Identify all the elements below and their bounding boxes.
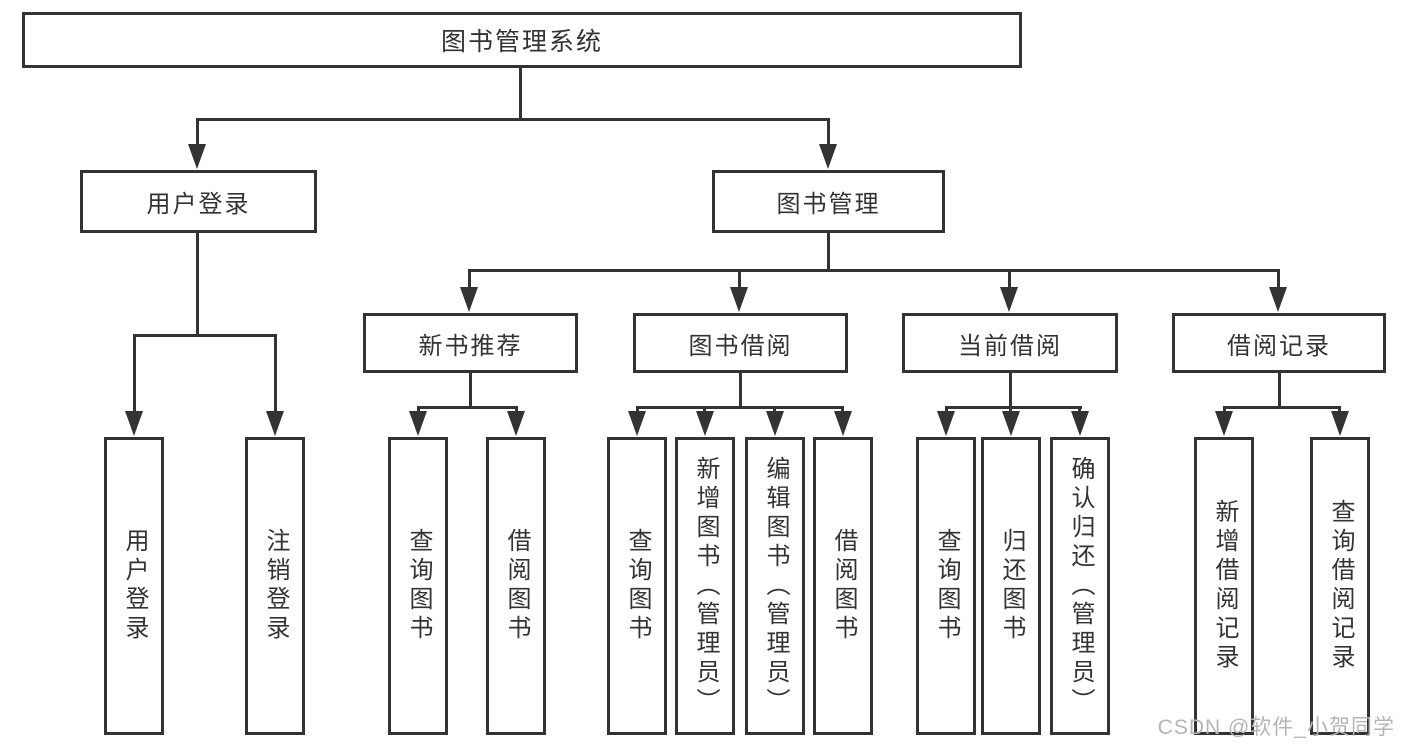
arrowhead-down-icon: [696, 411, 714, 436]
node-label: 查询图书: [624, 528, 651, 644]
leaf-return-books: 归还图书: [981, 437, 1041, 735]
node-label: 图书管理系统: [440, 28, 603, 56]
connector-line: [1223, 406, 1341, 409]
connector-line: [1008, 269, 1011, 292]
arrowhead-down-icon: [1331, 411, 1349, 436]
arrowhead-down-icon: [730, 287, 748, 312]
connector-line: [1338, 406, 1341, 414]
node-label: 当前借阅: [958, 332, 1062, 360]
connector-line: [636, 406, 844, 409]
arrowhead-down-icon: [1071, 411, 1089, 436]
arrowhead-down-icon: [460, 287, 478, 312]
arrowhead-down-icon: [1269, 287, 1287, 312]
connector-line: [1223, 406, 1226, 414]
leaf-query-books-borrowing: 查询图书: [607, 437, 667, 735]
connector-line: [1078, 406, 1081, 414]
leaf-query-books-current: 查询图书: [916, 437, 976, 735]
node-borrow-records: 借阅记录: [1172, 313, 1386, 373]
arrowhead-down-icon: [819, 144, 837, 169]
node-label: 编辑图书（管理员）: [762, 455, 789, 717]
connector-line: [133, 334, 136, 414]
connector-line: [417, 406, 518, 409]
leaf-user-login: 用户登录: [104, 437, 164, 735]
connector-line: [196, 233, 199, 337]
connector-line: [1009, 406, 1012, 414]
arrowhead-down-icon: [409, 411, 427, 436]
connector-line: [827, 233, 830, 272]
connector-line: [773, 406, 776, 414]
node-user-login: 用户登录: [80, 170, 317, 233]
connector-line: [468, 269, 471, 292]
node-label: 查询图书: [405, 528, 432, 644]
leaf-borrow-books: 借阅图书: [813, 437, 873, 735]
connector-line: [519, 68, 522, 121]
connector-line: [738, 269, 741, 292]
node-label: 借阅记录: [1227, 332, 1331, 360]
arrowhead-down-icon: [1002, 411, 1020, 436]
connector-line: [827, 118, 830, 146]
node-label: 借阅图书: [503, 528, 530, 644]
arrowhead-down-icon: [834, 411, 852, 436]
node-label: 确认归还（管理员）: [1067, 455, 1094, 717]
arrowhead-down-icon: [937, 411, 955, 436]
connector-line: [196, 118, 830, 121]
connector-line: [196, 118, 199, 146]
connector-line: [739, 373, 742, 409]
leaf-edit-book-admin: 编辑图书（管理员）: [745, 437, 805, 735]
arrowhead-down-icon: [125, 411, 143, 436]
arrowhead-down-icon: [507, 411, 525, 436]
node-label: 图书借阅: [688, 332, 793, 360]
leaf-logout: 注销登录: [245, 437, 305, 735]
leaf-confirm-return-admin: 确认归还（管理员）: [1050, 437, 1110, 735]
connector-line: [515, 406, 518, 414]
node-new-book-recommend: 新书推荐: [363, 313, 578, 373]
arrowhead-down-icon: [188, 144, 206, 169]
connector-line: [274, 334, 277, 414]
connector-line: [636, 406, 639, 414]
node-label: 查询借阅记录: [1327, 499, 1354, 673]
arrowhead-down-icon: [1215, 411, 1233, 436]
connector-line: [468, 269, 1280, 272]
connector-line: [1278, 373, 1281, 409]
leaf-query-borrow-record: 查询借阅记录: [1310, 437, 1370, 735]
connector-line: [1009, 373, 1012, 409]
leaf-query-books-recommend: 查询图书: [388, 437, 448, 735]
node-label: 新书推荐: [418, 332, 523, 360]
node-label: 用户登录: [121, 528, 148, 644]
connector-line: [133, 334, 277, 337]
csdn-watermark: CSDN @软件_小贺同学: [1157, 716, 1395, 739]
arrowhead-down-icon: [1000, 287, 1018, 312]
node-book-management: 图书管理: [712, 170, 945, 233]
leaf-add-book-admin: 新增图书（管理员）: [675, 437, 735, 735]
arrowhead-down-icon: [766, 411, 784, 436]
connector-line: [1277, 269, 1280, 292]
connector-line: [945, 406, 948, 414]
arrowhead-down-icon: [628, 411, 646, 436]
leaf-borrow-books-recommend: 借阅图书: [486, 437, 546, 735]
connector-line: [469, 373, 472, 409]
connector-line: [703, 406, 706, 414]
node-label: 用户登录: [146, 191, 251, 218]
connector-line: [417, 406, 420, 414]
node-label: 新增图书（管理员）: [692, 455, 719, 717]
node-current-borrowing: 当前借阅: [902, 313, 1118, 373]
node-label: 新增借阅记录: [1211, 499, 1238, 673]
leaf-add-borrow-record: 新增借阅记录: [1194, 437, 1254, 735]
node-library-system: 图书管理系统: [22, 12, 1022, 68]
node-label: 注销登录: [262, 528, 289, 644]
connector-line: [945, 406, 1082, 409]
node-label: 图书管理: [776, 191, 881, 218]
node-label: 归还图书: [998, 528, 1025, 644]
node-book-borrowing: 图书借阅: [633, 313, 848, 373]
node-label: 查询图书: [933, 528, 960, 644]
node-label: 借阅图书: [830, 528, 857, 644]
arrowhead-down-icon: [266, 411, 284, 436]
connector-line: [841, 406, 844, 414]
